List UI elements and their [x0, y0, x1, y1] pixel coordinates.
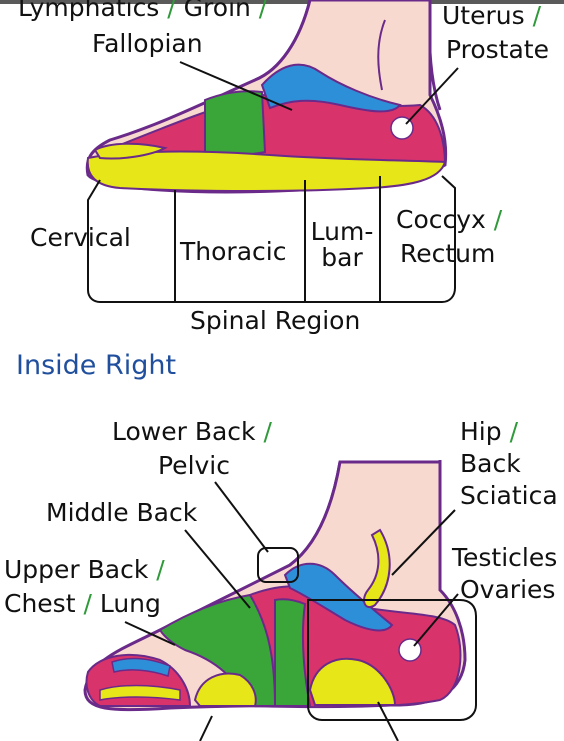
- label-uterus-line: Uterus /: [442, 0, 541, 32]
- label-coccyx-line: Coccyx /: [396, 204, 502, 236]
- label-groin: Groin: [183, 0, 251, 22]
- top-toe-yellow: [93, 142, 168, 160]
- separator-slash: /: [250, 0, 268, 22]
- label-lower-back: Lower Back: [112, 417, 256, 446]
- label-chest: Chest: [4, 589, 76, 618]
- bottom-middle-back-pointer: [184, 529, 251, 609]
- label-thoracic: Thoracic: [180, 237, 287, 266]
- bracket-coccyx: [380, 175, 456, 303]
- top-yellow-sole: [86, 150, 447, 192]
- label-pelvic: Pelvic: [158, 451, 230, 480]
- bottom-heel-pointer: [377, 701, 399, 741]
- label-prostate: Prostate: [446, 35, 549, 64]
- section-heading-inside-right: Inside Right: [16, 350, 177, 381]
- label-fallopian: Fallopian: [92, 29, 203, 58]
- bottom-toes-yellow: [99, 684, 181, 701]
- bottom-hip-pointer: [391, 509, 456, 576]
- bottom-green-zone-right: [273, 598, 312, 707]
- label-testicles: Testicles: [452, 543, 558, 572]
- bottom-upper-back-pointer: [124, 621, 176, 646]
- spinal-region-brackets: [87, 175, 456, 303]
- label-sciatica: Sciatica: [460, 481, 558, 510]
- separator-slash: /: [485, 205, 503, 234]
- label-lymphatics-groin: Lymphatics / Groin /: [18, 0, 267, 24]
- bracket-cervical: [87, 179, 175, 303]
- bottom-yellow-heel: [308, 657, 397, 706]
- label-rectum: Rectum: [400, 239, 496, 268]
- top-edge-bar: [0, 0, 564, 4]
- label-middle-back: Middle Back: [46, 498, 198, 527]
- label-hip-line: Hip /: [460, 416, 518, 448]
- label-uterus: Uterus: [442, 1, 525, 30]
- separator-slash: /: [75, 589, 100, 618]
- label-lumbar-part1: Lum-: [310, 217, 374, 246]
- bottom-ball-pointer: [199, 715, 213, 741]
- label-lung: Lung: [99, 589, 161, 618]
- top-uterus-pointer: [405, 67, 459, 125]
- top-ankle-line: [377, 19, 386, 91]
- separator-slash: /: [255, 417, 272, 446]
- bottom-lower-back-bracket: [257, 547, 299, 583]
- bottom-toes-blue: [111, 657, 171, 677]
- label-cervical: Cervical: [30, 223, 131, 252]
- bottom-sciatica-hook: [363, 528, 391, 609]
- bottom-yellow-ball: [193, 672, 257, 707]
- label-ovaries: Ovaries: [460, 575, 556, 604]
- top-blue-band: [260, 63, 402, 113]
- label-chest-lung-line: Chest / Lung: [4, 588, 161, 620]
- bottom-testicles-pointer: [413, 593, 459, 647]
- label-hip: Hip: [460, 417, 502, 446]
- label-lumbar-part2: bar: [321, 243, 363, 272]
- bottom-lower-back-pointer: [214, 481, 269, 553]
- separator-slash: /: [501, 417, 518, 446]
- separator-slash: /: [524, 1, 542, 30]
- label-upper-back-line: Upper Back /: [4, 554, 165, 586]
- bottom-blue-band: [283, 562, 394, 632]
- label-back: Back: [460, 449, 521, 478]
- top-fallopian-pointer: [179, 61, 293, 111]
- label-lower-back-line: Lower Back /: [112, 416, 272, 448]
- label-lymphatics: Lymphatics: [18, 0, 160, 22]
- separator-slash: /: [148, 555, 165, 584]
- bottom-heel-bracket: [307, 599, 477, 721]
- label-upper-back: Upper Back: [4, 555, 149, 584]
- top-green-zone: [204, 90, 267, 157]
- label-spinal-region: Spinal Region: [190, 306, 361, 335]
- label-coccyx: Coccyx: [396, 205, 486, 234]
- bottom-foot: [83, 460, 477, 741]
- separator-slash: /: [159, 0, 184, 22]
- top-foot: [85, 0, 459, 194]
- bracket-thoracic: [174, 180, 306, 303]
